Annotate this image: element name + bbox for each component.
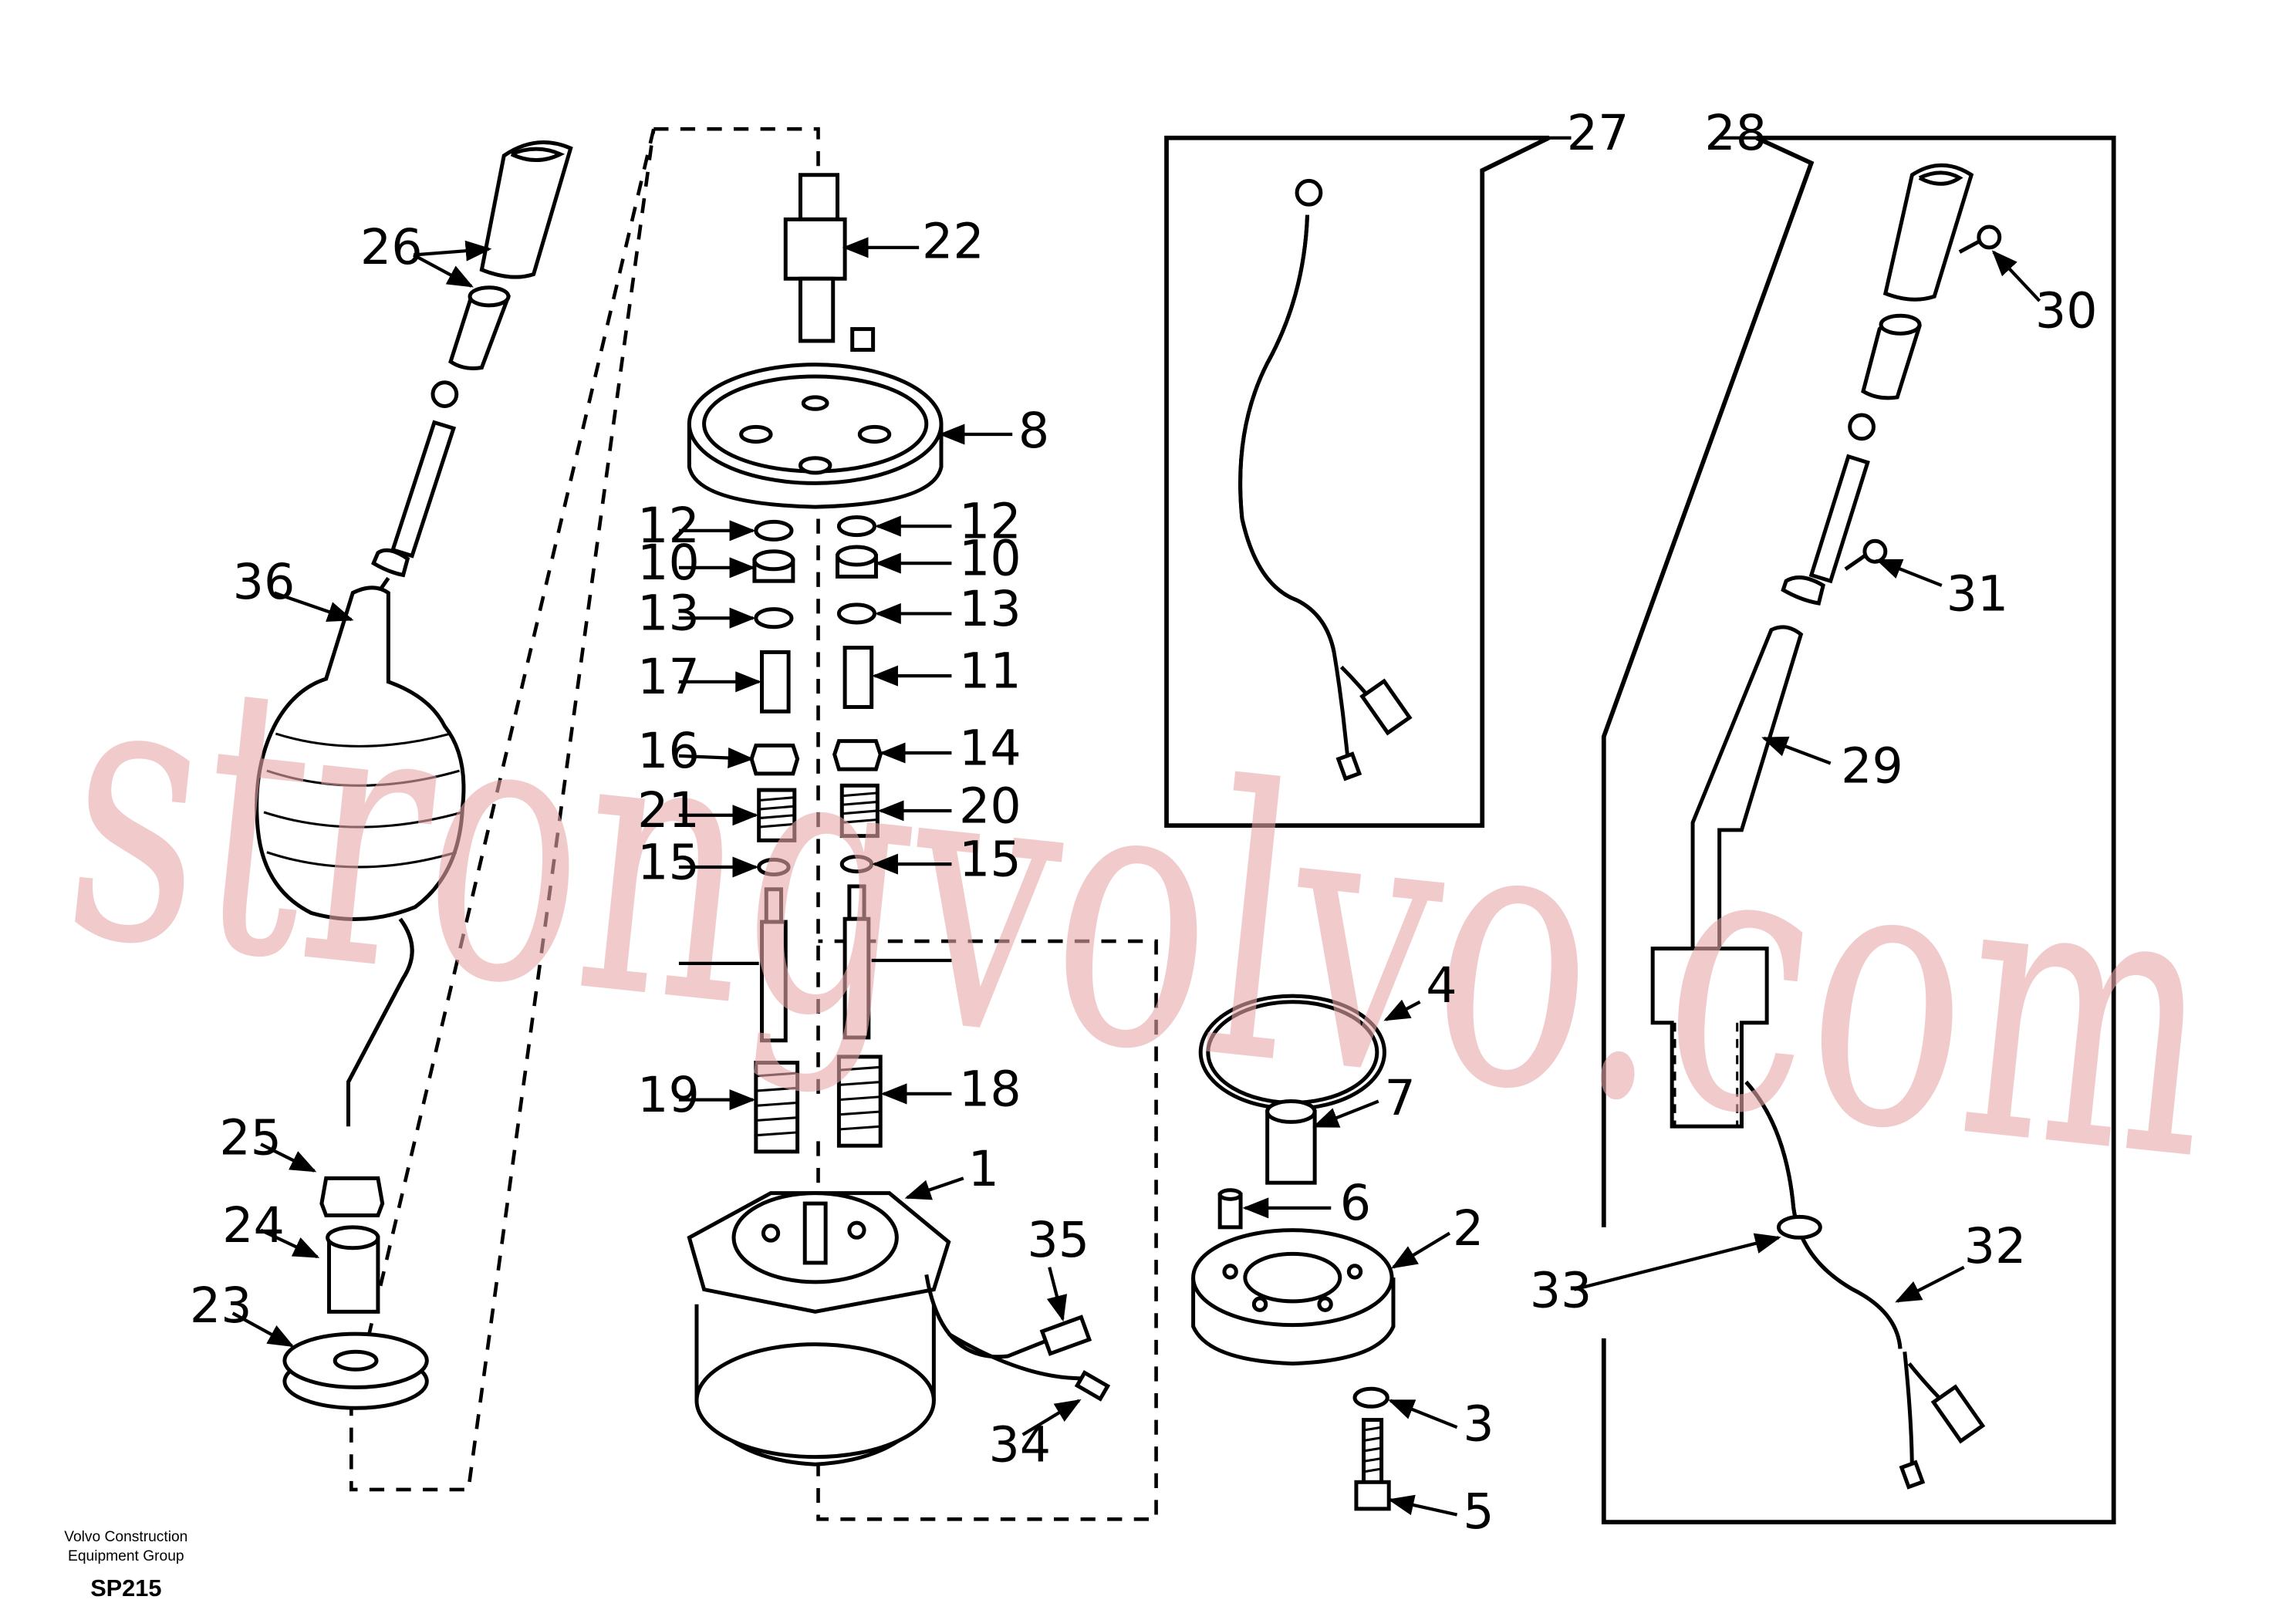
part-label-12-left: 12 xyxy=(637,497,700,554)
base-plate-23 xyxy=(282,1331,429,1410)
coupler-24 xyxy=(326,1225,380,1314)
rubber-boot-36 xyxy=(255,586,466,922)
valve-body-1 xyxy=(687,1191,951,1466)
footer-company-line2: Equipment Group xyxy=(68,1548,184,1564)
handle-grip-26 xyxy=(479,140,573,279)
bolt-5 xyxy=(1354,1418,1391,1511)
part-label-33: 33 xyxy=(1530,1262,1592,1319)
part-label-29: 29 xyxy=(1841,737,1903,794)
washer-15-left xyxy=(757,857,791,877)
part-label-7: 7 xyxy=(1384,1069,1415,1126)
part-label-15-right: 15 xyxy=(959,830,1021,887)
screw-30 xyxy=(1958,224,2002,254)
footer: Volvo Construction Equipment Group SP215 xyxy=(64,1529,187,1601)
flange-2 xyxy=(1191,1228,1396,1366)
pin-6 xyxy=(1217,1188,1243,1230)
part-label-25: 25 xyxy=(219,1109,282,1166)
part-label-35: 35 xyxy=(1027,1211,1089,1268)
part-label-22: 22 xyxy=(922,212,984,269)
part-label-23: 23 xyxy=(190,1277,252,1334)
seal-12-left xyxy=(754,519,794,542)
part-label-8: 8 xyxy=(1018,402,1049,459)
leader-lines xyxy=(231,136,2041,1517)
washer-15-right xyxy=(839,855,874,874)
seal-12-right xyxy=(836,515,877,538)
cable-27 xyxy=(1238,178,1413,781)
oring-13-left xyxy=(754,607,794,629)
part-label-13-right: 13 xyxy=(959,580,1021,637)
pin-17 xyxy=(760,650,791,714)
bushing-10-right xyxy=(836,545,878,579)
part-label-3: 3 xyxy=(1463,1395,1494,1452)
part-label-12-right: 12 xyxy=(959,492,1021,549)
screw-31 xyxy=(1844,538,1888,571)
tube-29 xyxy=(1650,625,1804,1129)
part-label-19: 19 xyxy=(637,1066,700,1123)
part-label-36: 36 xyxy=(233,553,295,610)
part-label-10-left: 10 xyxy=(637,534,700,591)
part-label-31: 31 xyxy=(1947,565,2009,623)
handle-insert-26 xyxy=(448,285,511,370)
wire-harness-35 xyxy=(924,1274,1111,1402)
part-label-6: 6 xyxy=(1340,1174,1371,1231)
handle-grip-28 xyxy=(1882,163,1974,302)
frame-27 xyxy=(1164,135,1550,829)
part-label-13-left: 13 xyxy=(637,585,700,642)
part-label-11: 11 xyxy=(959,642,1021,699)
part-label-20: 20 xyxy=(959,777,1021,834)
plug-small xyxy=(850,327,876,352)
footer-diagram-code: SP215 xyxy=(90,1574,161,1601)
plunger-left xyxy=(760,887,788,1043)
part-label-24: 24 xyxy=(222,1196,285,1254)
part-label-27: 27 xyxy=(1567,104,1629,161)
part-label-2: 2 xyxy=(1453,1200,1484,1257)
part-label-28: 28 xyxy=(1704,104,1767,161)
spring-21 xyxy=(757,788,797,842)
cable-32 xyxy=(1744,1080,1986,1490)
part-label-5: 5 xyxy=(1463,1483,1494,1540)
plunger-right xyxy=(842,884,871,1040)
part-label-30: 30 xyxy=(2035,282,2098,339)
oring-13-right xyxy=(836,602,877,625)
pin-7 xyxy=(1265,1099,1317,1185)
pin-11 xyxy=(842,646,874,709)
part-label-15-left: 15 xyxy=(637,833,700,890)
washer-3 xyxy=(1352,1386,1389,1409)
part-label-32: 32 xyxy=(1964,1217,2027,1274)
part-label-18: 18 xyxy=(959,1060,1021,1117)
part-label-16: 16 xyxy=(637,722,700,779)
spring-18 xyxy=(836,1055,883,1148)
cable-left xyxy=(346,917,414,1127)
nut-14 xyxy=(832,739,883,771)
part-label-17: 17 xyxy=(637,648,700,705)
part-label-21: 21 xyxy=(637,781,700,839)
universal-joint-22 xyxy=(783,173,847,343)
part-label-1: 1 xyxy=(968,1140,999,1197)
lever-shaft-36 xyxy=(370,380,459,594)
spring-19 xyxy=(754,1061,800,1154)
watermark-text: strongvolvo.com xyxy=(50,589,2233,1243)
handle-insert-28 xyxy=(1861,313,1922,400)
part-label-4: 4 xyxy=(1426,957,1457,1014)
lever-shaft-28 xyxy=(1781,413,1876,606)
frame-28 xyxy=(1601,135,2116,1525)
part-label-26: 26 xyxy=(360,218,423,275)
part-labels: 26 36 25 24 23 22 8 12 12 10 10 13 13 17… xyxy=(190,104,2098,1540)
part-label-10-right: 10 xyxy=(959,529,1021,586)
bushing-10-left xyxy=(752,549,795,583)
part-label-14: 14 xyxy=(959,719,1021,776)
plate-8 xyxy=(687,363,944,509)
nut-25 xyxy=(319,1176,385,1217)
spring-20 xyxy=(839,783,880,839)
part-label-34: 34 xyxy=(988,1416,1051,1473)
footer-company-line1: Volvo Construction xyxy=(64,1529,187,1545)
